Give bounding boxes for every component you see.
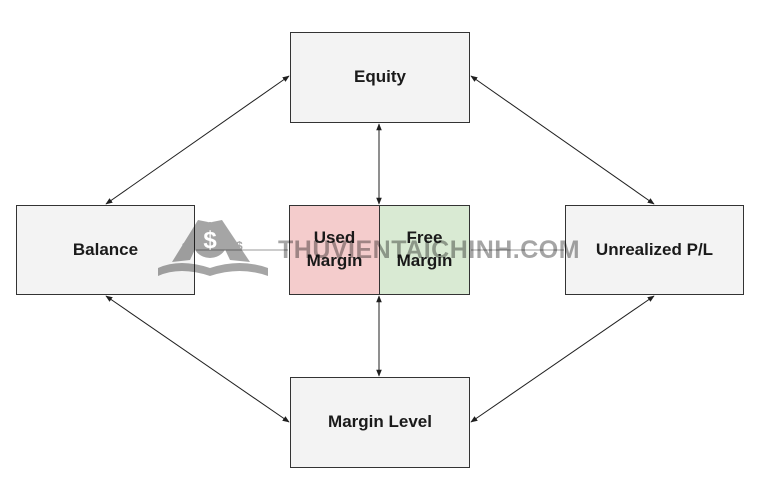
node-used-margin-label: Used Margin: [306, 228, 363, 270]
node-balance-label: Balance: [72, 239, 139, 259]
node-margin-level: Margin Level: [290, 377, 470, 468]
node-balance: Balance: [16, 205, 195, 295]
connector-balance-margin-level: [105, 295, 290, 423]
connector-equity-unrealized: [470, 75, 655, 205]
node-unrealized-pl-label: Unrealized P/L: [595, 239, 714, 259]
node-used-margin: Used Margin: [289, 205, 380, 295]
node-equity: Equity: [290, 32, 470, 123]
connector-balance-equity: [105, 75, 290, 205]
node-unrealized-pl: Unrealized P/L: [565, 205, 744, 295]
node-free-margin-label: Free Margin: [396, 228, 453, 270]
node-free-margin: Free Margin: [379, 205, 470, 295]
node-margin-level-label: Margin Level: [328, 412, 432, 432]
node-equity-label: Equity: [354, 67, 406, 87]
connector-unrealized-margin-level: [470, 295, 655, 423]
